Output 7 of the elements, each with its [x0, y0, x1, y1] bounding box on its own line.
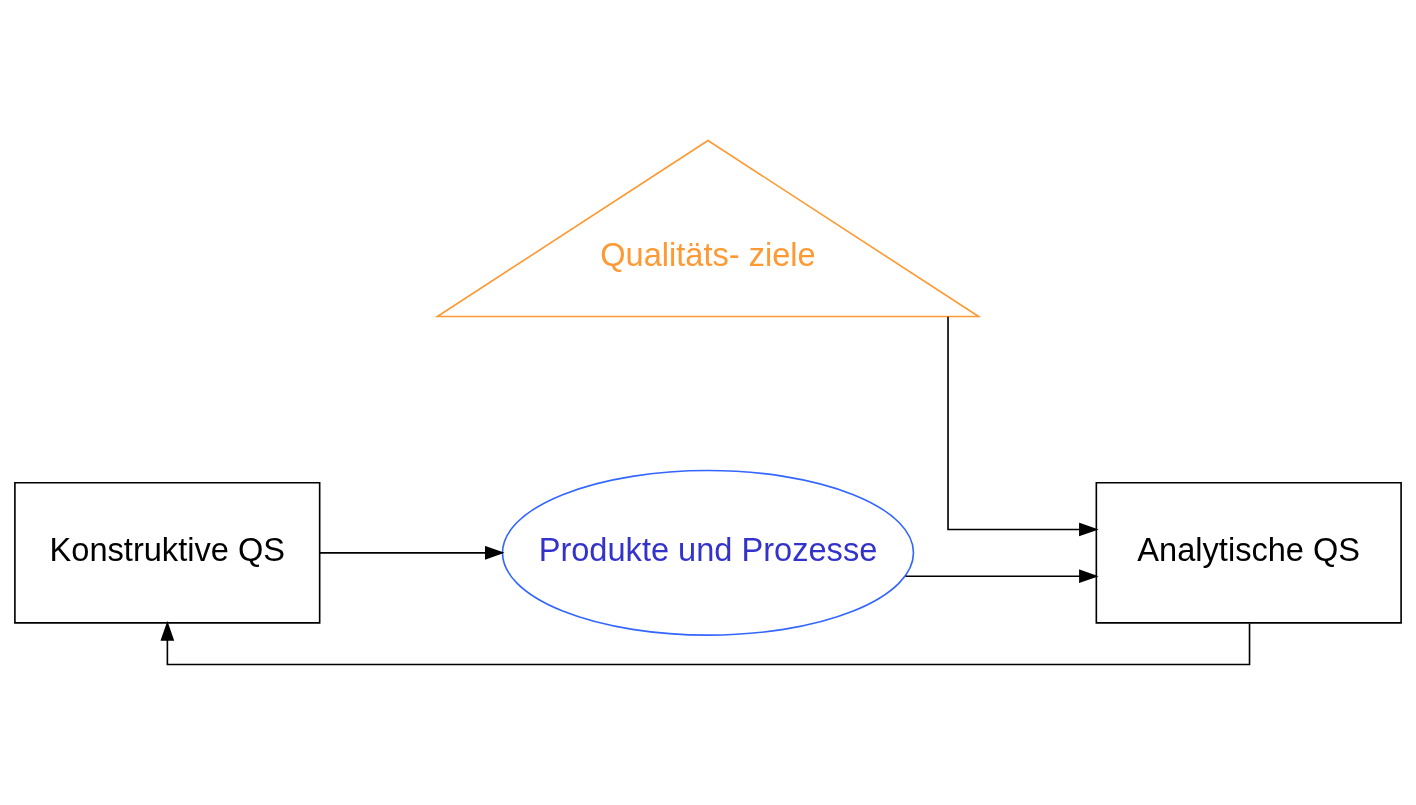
node-box: Analytische QS	[1095, 481, 1402, 624]
arrow	[904, 569, 1099, 584]
arrow	[160, 621, 1251, 666]
arrow	[947, 315, 1099, 537]
node-ellipse: Produkte und Prozesse	[501, 469, 915, 636]
node-box: Konstruktive QS	[14, 481, 321, 624]
arrow	[319, 546, 505, 560]
